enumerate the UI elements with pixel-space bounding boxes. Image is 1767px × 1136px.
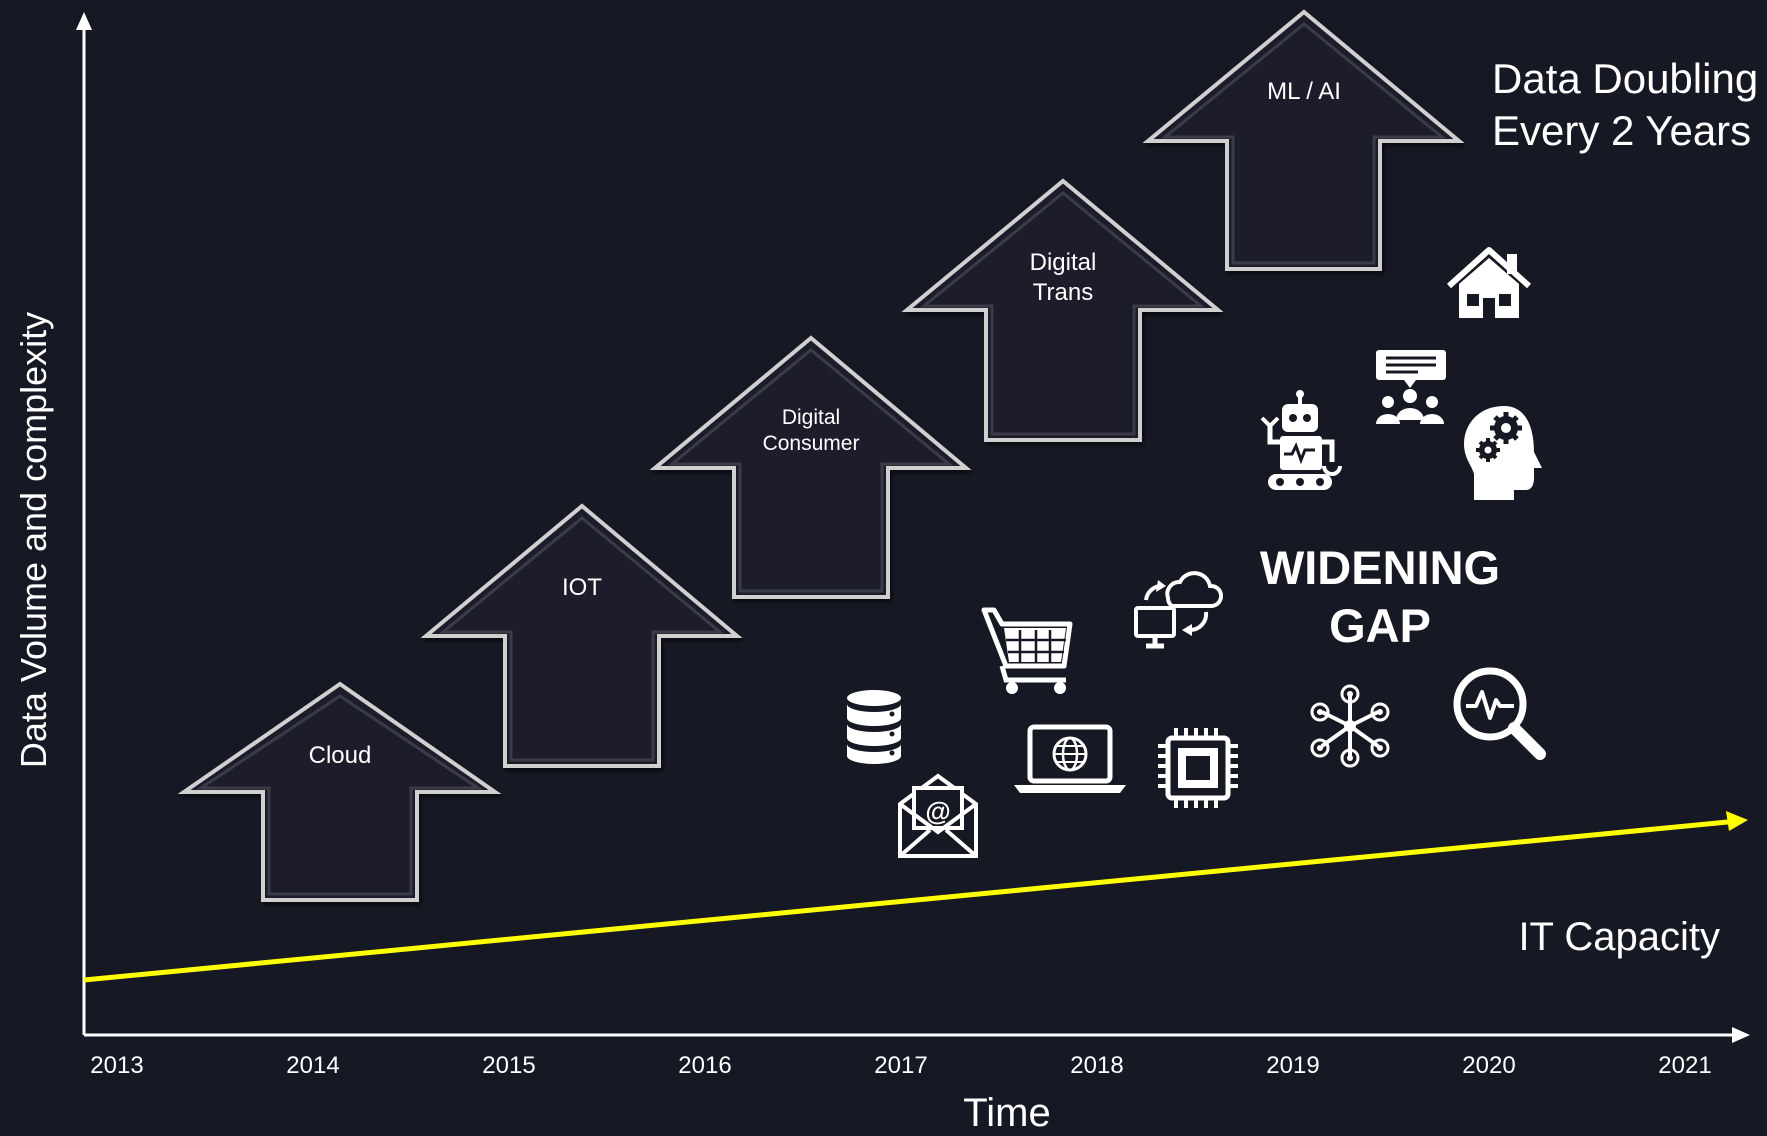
arrow-inner-shade: [1160, 22, 1447, 265]
arrow-inner-shade: [196, 694, 483, 896]
x-tick-label: 2019: [1266, 1052, 1319, 1079]
it-capacity-line: [83, 819, 1729, 983]
robot-icon: [1260, 390, 1342, 490]
x-axis-title: Time: [963, 1091, 1050, 1131]
svg-text:@: @: [925, 796, 950, 826]
email-icon: @: [898, 773, 978, 858]
gap-line-2: GAP: [1329, 599, 1431, 652]
x-tick-label: 2020: [1462, 1052, 1515, 1079]
stage-arrow-iot: IOT: [420, 503, 743, 768]
stage-arrow-ml-ai: ML / AI: [1142, 9, 1465, 271]
arrow-shape: [177, 681, 502, 902]
axes: [76, 12, 1750, 1043]
arrow-inner-shade: [438, 516, 725, 762]
stage-label: Trans: [1033, 279, 1093, 306]
arrow-shape: [649, 335, 972, 599]
x-tick-label: 2021: [1658, 1052, 1711, 1079]
arrow-shape: [901, 178, 1224, 442]
x-axis-arrowhead: [1732, 1027, 1750, 1043]
stage-arrow-digital-trans: Digital Trans: [901, 178, 1224, 442]
x-tick-labels: 2013 2014 2015 2016 2017 2018 2019 2020 …: [90, 1052, 1711, 1079]
house-icon: [1446, 247, 1532, 318]
it-capacity-arrowhead: [1726, 811, 1748, 831]
arrow-shape: [420, 503, 743, 768]
brain-gears-icon: [1464, 406, 1542, 500]
analytics-search-icon: [1453, 667, 1546, 760]
y-axis-title: Data Volume and complexity: [13, 312, 54, 768]
cpu-chip-icon: [1158, 728, 1238, 808]
it-capacity-trend: [83, 811, 1748, 983]
arrow-inner-shade: [667, 348, 954, 593]
headline-line-1: Data Doubling: [1492, 55, 1758, 102]
x-tick-label: 2013: [90, 1052, 143, 1079]
x-tick-label: 2015: [482, 1052, 535, 1079]
meeting-icon: [1376, 350, 1446, 424]
arrow-shape: [1142, 9, 1465, 271]
shopping-cart-icon: [981, 607, 1073, 694]
laptop-globe-icon: [1014, 724, 1126, 793]
database-icon: [847, 690, 901, 764]
network-icon: [1310, 684, 1390, 768]
cloud-sync-icon: [1134, 571, 1223, 649]
arrow-inner-shade: [919, 191, 1206, 436]
stage-arrow-cloud: Cloud: [177, 681, 502, 902]
x-tick-label: 2016: [678, 1052, 731, 1079]
stage-label: Digital: [782, 406, 840, 429]
x-tick-label: 2014: [286, 1052, 339, 1079]
stage-label: ML / AI: [1267, 78, 1341, 105]
headline-line-2: Every 2 Years: [1492, 107, 1751, 154]
stage-arrow-digital-consumer: Digital Consumer: [649, 335, 972, 599]
x-tick-label: 2018: [1070, 1052, 1123, 1079]
stage-label: Cloud: [309, 742, 372, 769]
stage-label: Digital: [1030, 249, 1097, 276]
gap-line-1: WIDENING: [1260, 541, 1500, 594]
stage-label: IOT: [562, 574, 602, 601]
it-capacity-label: IT Capacity: [1518, 915, 1720, 959]
x-tick-label: 2017: [874, 1052, 927, 1079]
y-axis-arrowhead: [76, 12, 92, 30]
stage-label: Consumer: [763, 432, 860, 455]
